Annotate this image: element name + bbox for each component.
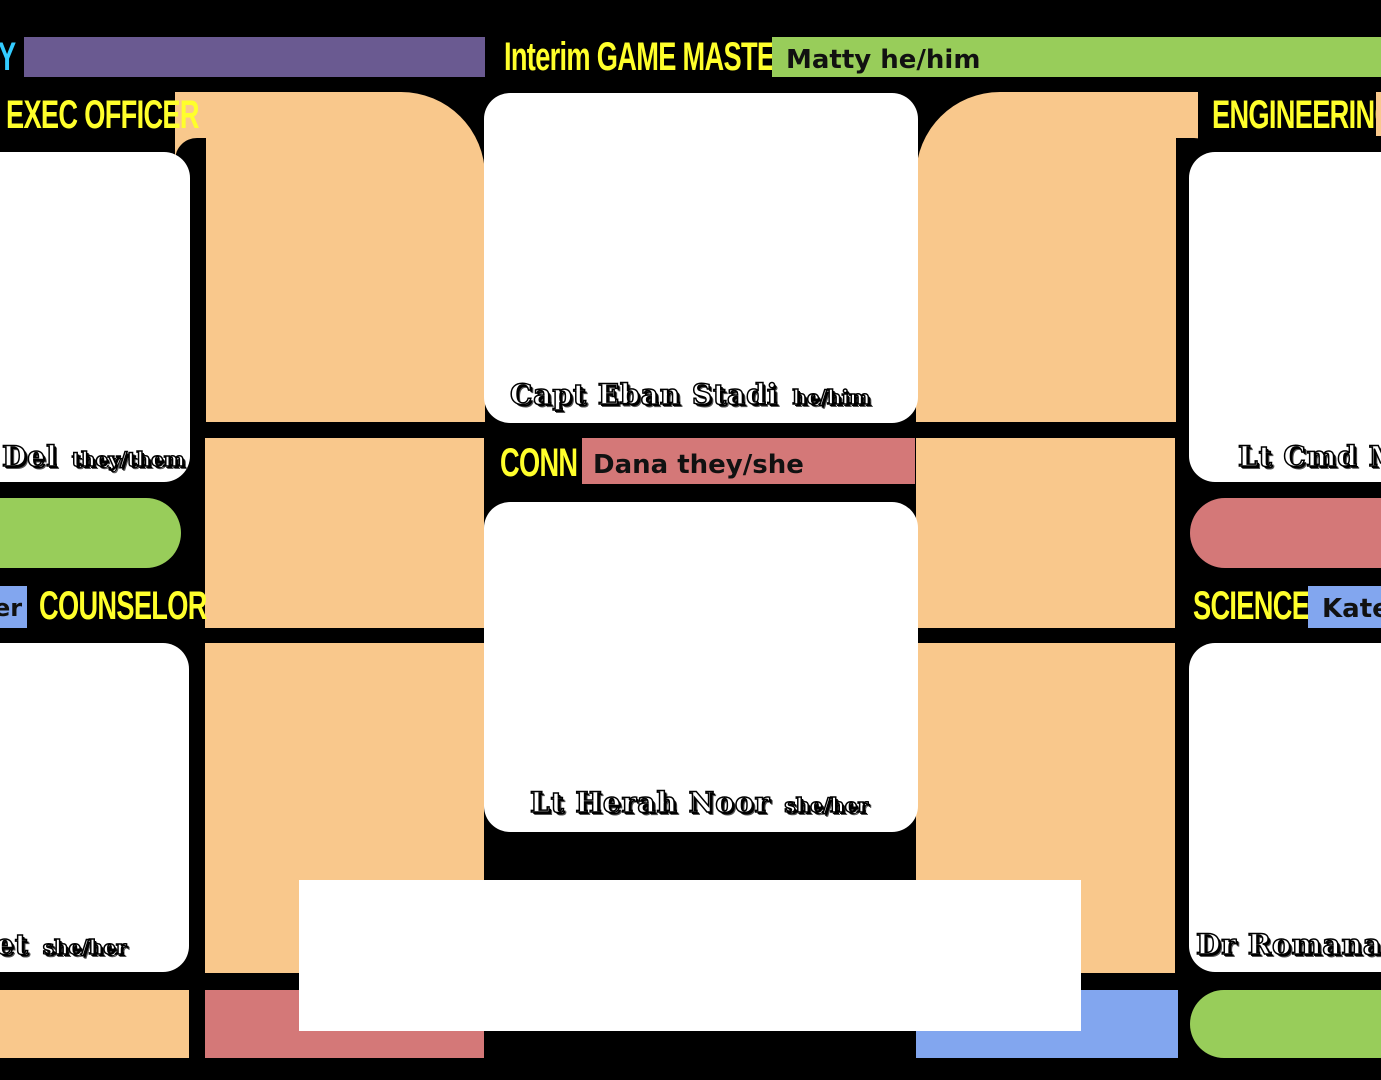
science-video-tile[interactable] bbox=[1189, 643, 1381, 972]
science-player-bar bbox=[1308, 586, 1381, 628]
counselor-player-partial: er bbox=[0, 594, 23, 622]
game-master-header: Interim GAME MASTER bbox=[504, 35, 794, 79]
game-master-player: Matty he/him bbox=[786, 45, 981, 75]
game-master-player-bar bbox=[772, 37, 1381, 77]
science-header: SCIENCE bbox=[1193, 584, 1310, 628]
science-green-pill bbox=[1190, 990, 1381, 1058]
conn-video-tile[interactable] bbox=[484, 502, 918, 832]
exec-officer-video-tile[interactable] bbox=[0, 152, 190, 482]
engineering-header: ENGINEERING bbox=[1212, 93, 1381, 137]
counselor-bottom-bar bbox=[0, 990, 189, 1058]
bottom-center-panel[interactable] bbox=[299, 880, 1081, 1031]
counselor-video-tile[interactable] bbox=[0, 643, 189, 972]
engineering-player-bar bbox=[1376, 92, 1381, 136]
counselor-header: COUNSELOR bbox=[39, 584, 207, 628]
engineering-salmon-pill bbox=[1190, 498, 1381, 568]
conn-player: Dana they/she bbox=[593, 450, 804, 480]
science-player: Kate bbox=[1322, 594, 1381, 624]
conn-player-bar bbox=[582, 438, 915, 484]
security-player-bar bbox=[24, 37, 485, 77]
science-character-label: Dr Romana J bbox=[1195, 927, 1381, 962]
counselor-player-bar bbox=[0, 586, 27, 628]
exec-officer-green-pill bbox=[0, 498, 181, 568]
captain-video-tile[interactable] bbox=[484, 93, 918, 423]
left-panel-mid bbox=[205, 438, 484, 628]
engineering-video-tile[interactable] bbox=[1189, 152, 1381, 482]
engineering-character-label: Lt Cmd M bbox=[1237, 439, 1381, 474]
exec-officer-frame bbox=[175, 92, 485, 422]
security-header: Y bbox=[0, 35, 16, 79]
engineering-frame bbox=[916, 92, 1198, 422]
conn-header: CONN bbox=[500, 441, 578, 485]
exec-officer-header: EXEC OFFICER bbox=[6, 93, 200, 137]
right-panel-mid bbox=[916, 438, 1175, 628]
